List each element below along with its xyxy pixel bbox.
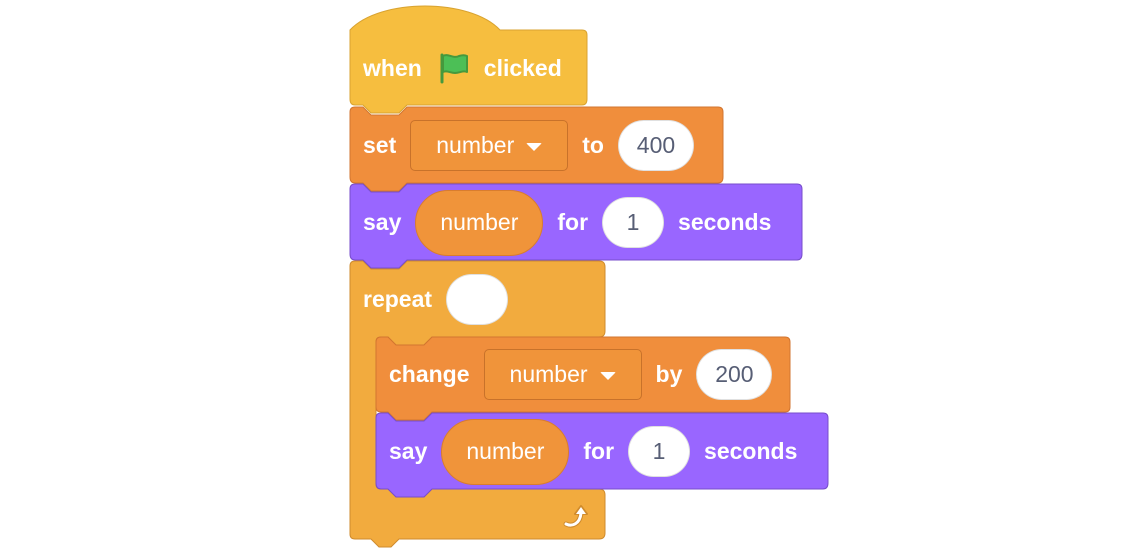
say-label: say: [363, 209, 402, 235]
green-flag-icon: [436, 51, 470, 85]
set-variable-dropdown[interactable]: number: [410, 120, 569, 171]
repeat-label: repeat: [363, 285, 433, 312]
change-variable-name: number: [509, 361, 588, 387]
dropdown-arrow-icon: [599, 371, 616, 380]
say-row-2: say number for 1 seconds: [389, 413, 811, 490]
duration-input[interactable]: 1: [602, 197, 665, 248]
when-label: when: [363, 54, 422, 81]
to-label: to: [582, 132, 604, 158]
when-flag-clicked-row: when clicked: [363, 30, 576, 106]
by-label: by: [655, 361, 683, 387]
change-variable-row: change number by 200: [389, 337, 786, 412]
duration-input[interactable]: 1: [628, 426, 691, 477]
seconds-label: seconds: [704, 438, 798, 464]
set-value-input[interactable]: 400: [617, 120, 694, 171]
repeat-row: repeat: [363, 261, 522, 337]
seconds-label: seconds: [678, 209, 772, 235]
for-label: for: [583, 438, 615, 464]
repeat-count-input[interactable]: [446, 273, 509, 325]
change-variable-dropdown[interactable]: number: [483, 349, 642, 400]
set-variable-row: set number to 400: [363, 107, 708, 184]
set-variable-name: number: [436, 132, 515, 158]
dropdown-arrow-icon: [526, 142, 543, 151]
for-label: for: [557, 209, 589, 235]
clicked-label: clicked: [483, 54, 562, 81]
change-value-input[interactable]: 200: [696, 349, 773, 400]
when-flag-clicked-block-shape[interactable]: [349, 5, 588, 114]
number-reporter[interactable]: number: [441, 418, 570, 485]
change-label: change: [389, 361, 470, 387]
set-label: set: [363, 132, 397, 158]
loop-arrow-icon: [560, 500, 592, 532]
number-reporter[interactable]: number: [415, 189, 544, 256]
say-label: say: [389, 438, 428, 464]
say-row-1: say number for 1 seconds: [363, 184, 785, 261]
